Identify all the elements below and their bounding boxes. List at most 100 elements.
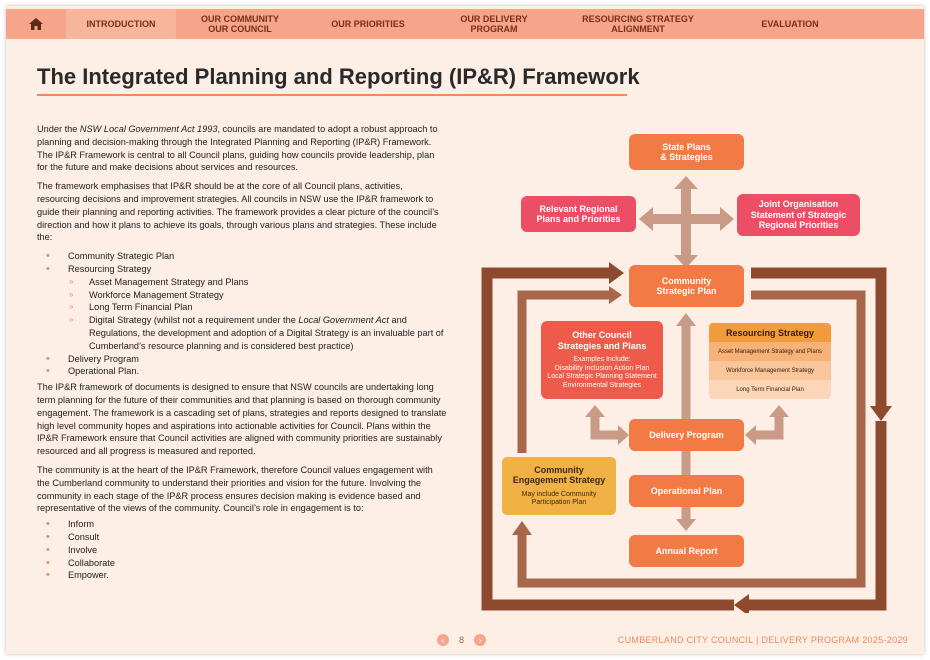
- box-label: Annual Report: [655, 545, 718, 556]
- footer-text: CUMBERLAND CITY COUNCIL | DELIVERY PROGR…: [617, 635, 908, 645]
- arrowhead: [720, 207, 734, 231]
- arrowhead: [769, 405, 789, 417]
- inner-loop-arrow: [517, 290, 866, 588]
- community-engagement-strategy-box: Community Engagement Strategy May includ…: [502, 457, 616, 515]
- page-number: 8: [459, 635, 465, 645]
- outer-loop-arrow: [751, 267, 887, 406]
- operational-plan-box: Operational Plan: [629, 475, 744, 507]
- arrowhead: [870, 406, 892, 421]
- arrowhead: [676, 313, 696, 326]
- list-subitem: Long Term Financial Plan: [37, 301, 447, 314]
- box-label: Other Council: [572, 330, 632, 340]
- arrowhead: [639, 207, 653, 231]
- previous-page-button[interactable]: ‹: [437, 634, 449, 646]
- tab-label: RESOURCING STRATEGY: [582, 14, 694, 24]
- arrowhead: [585, 405, 605, 417]
- text: , councils are mandated to adopt a robus…: [37, 124, 438, 173]
- box-label: Regional Priorities: [758, 220, 839, 231]
- box-label: Community: [661, 275, 712, 286]
- chevron-right-icon: ›: [478, 635, 482, 645]
- chevron-left-icon: ‹: [441, 635, 445, 645]
- box-label: & Strategies: [660, 152, 713, 162]
- list-item: Resourcing Strategy: [37, 263, 447, 276]
- box-label: Joint Organisation: [758, 199, 839, 210]
- title-divider: [37, 94, 627, 96]
- resourcing-strategy-box: Resourcing Strategy Asset Management Str…: [709, 323, 831, 399]
- tab-introduction[interactable]: INTRODUCTION: [66, 9, 176, 39]
- arrowhead: [609, 286, 622, 304]
- sub-text: Participation Plan: [531, 499, 587, 506]
- annual-report-box: Annual Report: [629, 535, 744, 567]
- arrowhead: [674, 255, 698, 268]
- example-text: Examples Include:: [573, 356, 631, 363]
- arrowhead: [745, 425, 756, 445]
- next-page-button[interactable]: ›: [474, 634, 487, 646]
- intro-paragraph: Under the NSW Local Government Act 1993,…: [37, 123, 447, 174]
- act-name: NSW Local Government Act 1993: [79, 124, 218, 134]
- example-text: Disability Inclusion Action Plan: [554, 364, 650, 372]
- box-label: Statement of Strategic: [750, 209, 847, 220]
- body-text: Under the NSW Local Government Act 1993,…: [37, 123, 447, 582]
- resourcing-item: Long Term Financial Plan: [709, 380, 831, 399]
- state-plans-box: State Plans & Strategies: [629, 134, 744, 170]
- tab-label: OUR COMMUNITY: [201, 14, 279, 24]
- home-button[interactable]: [6, 9, 66, 39]
- resourcing-item: Asset Management Strategy and Plans: [709, 342, 831, 361]
- page-title: The Integrated Planning and Reporting (I…: [37, 64, 640, 89]
- other-council-strategies-box: Other Council Strategies and Plans Examp…: [541, 321, 663, 399]
- outer-loop-arrow: [749, 421, 887, 611]
- list-subitem: Workforce Management Strategy: [37, 289, 447, 302]
- list-item: Involve: [37, 544, 447, 557]
- box-label: Strategies and Plans: [557, 340, 647, 351]
- home-icon: [29, 18, 43, 30]
- resourcing-item: Workforce Management Strategy: [709, 361, 831, 380]
- text: Under the: [37, 124, 80, 134]
- arrowhead: [734, 594, 749, 613]
- roles-list: Inform Consult Involve Collaborate Empow…: [37, 518, 447, 582]
- inner-loop-arrow: [517, 290, 611, 453]
- framework-paragraph: The framework emphasises that IP&R shoul…: [37, 181, 439, 243]
- bent-arrow: [755, 415, 784, 440]
- diagram-arrows: [481, 176, 892, 613]
- example-text: Environmental Strategies: [562, 381, 642, 389]
- joint-organisation-box: Joint Organisation Statement of Strategi…: [737, 194, 860, 236]
- tab-label: INTRODUCTION: [86, 19, 156, 29]
- arrowhead: [512, 521, 532, 535]
- tab-label: PROGRAM: [470, 24, 518, 34]
- list-item: Inform: [37, 518, 447, 531]
- list-item: Delivery Program: [37, 353, 447, 366]
- arrowhead: [676, 519, 696, 531]
- outer-loop-arrow: [481, 267, 734, 611]
- text: and Regulations, the development and ado…: [89, 315, 444, 351]
- arrowhead: [674, 176, 698, 189]
- sub-text: May include Community: [521, 490, 597, 498]
- community-strategic-plan-box: Community Strategic Plan: [629, 265, 744, 307]
- tab-label: EVALUATION: [761, 19, 819, 29]
- arrowhead: [609, 262, 624, 284]
- regional-plans-box: Relevant Regional Plans and Priorities: [521, 196, 636, 232]
- list-subitem: Digital Strategy (whilst not a requireme…: [37, 314, 447, 352]
- box-label: Relevant Regional: [539, 203, 618, 214]
- tab-evaluation[interactable]: EVALUATION: [720, 9, 860, 39]
- box-label: Community: [534, 464, 584, 475]
- delivery-program-box: Delivery Program: [629, 419, 744, 451]
- list-item: Community Strategic Plan: [37, 250, 447, 263]
- text: Digital Strategy (whilst not a requireme…: [89, 315, 299, 326]
- box-label: Plans and Priorities: [536, 214, 621, 224]
- box-label: Operational Plan: [650, 485, 723, 496]
- box-label: State Plans: [662, 141, 711, 152]
- box-label: Delivery Program: [649, 429, 724, 440]
- example-text: Local Strategic Planning Statement: [547, 373, 657, 380]
- resourcing-title: Resourcing Strategy: [709, 323, 831, 342]
- box-label: Strategic Plan: [656, 286, 717, 296]
- list-item: Operational Plan.: [37, 365, 447, 378]
- box-label: Engagement Strategy: [512, 475, 606, 485]
- list-item: Collaborate: [37, 557, 447, 570]
- tab-our-priorities[interactable]: OUR PRIORITIES: [304, 9, 432, 39]
- act-name: Local Government Act: [298, 315, 389, 326]
